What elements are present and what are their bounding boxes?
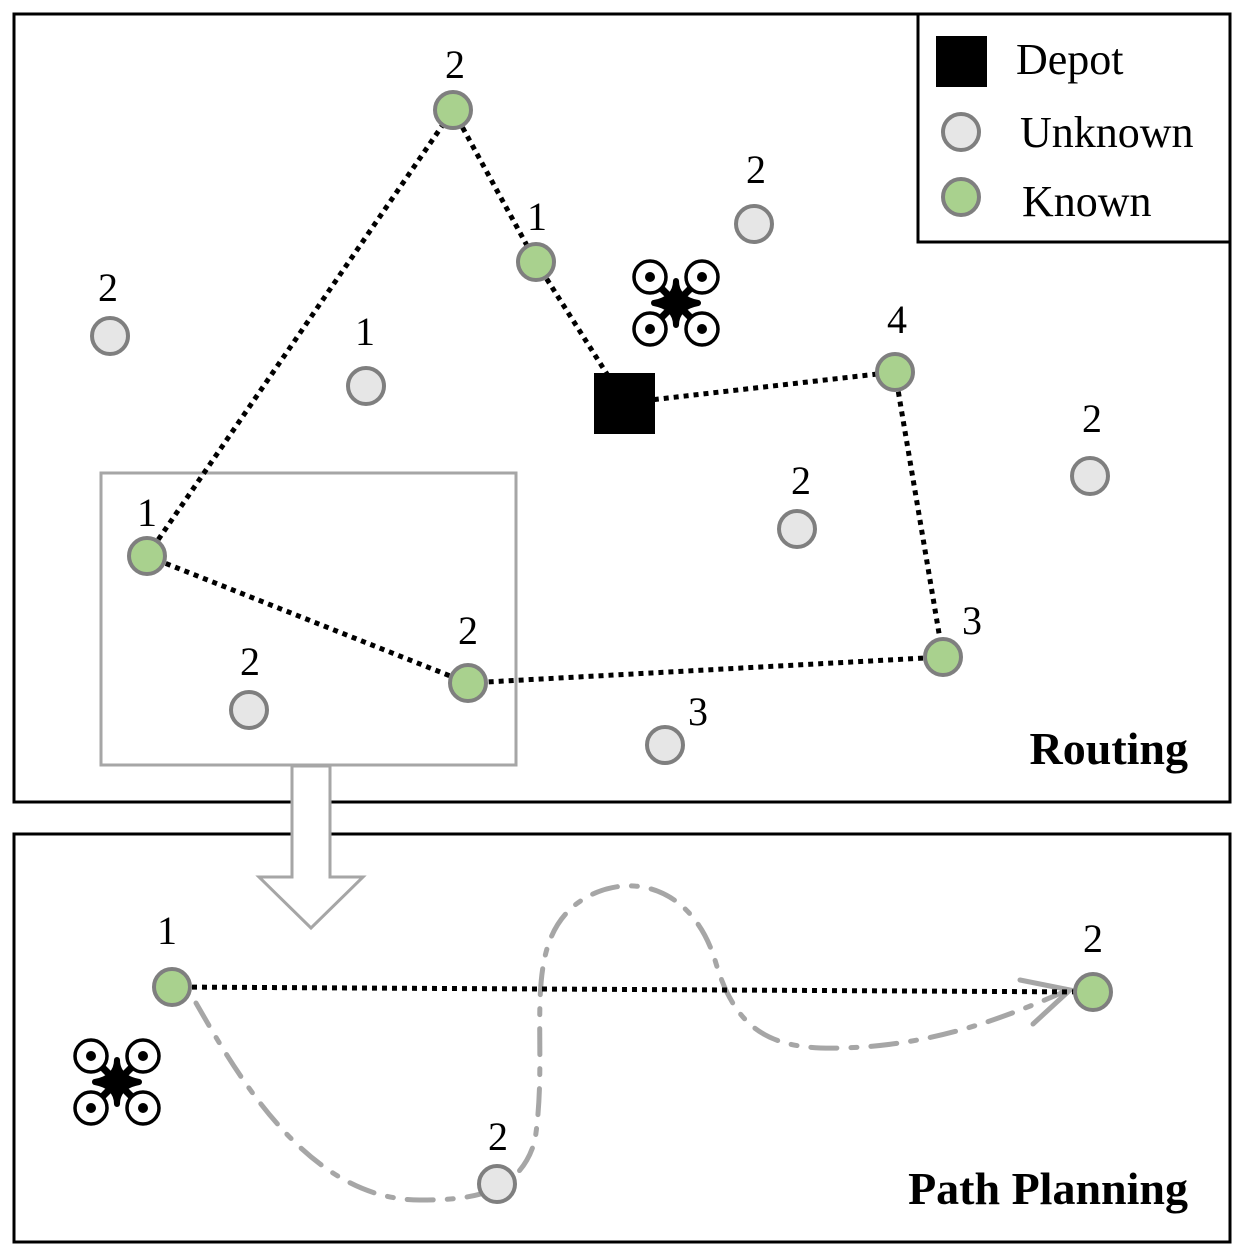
route-2-to-1	[146, 553, 469, 686]
known-nodes	[127, 90, 963, 703]
node-label: 1	[355, 309, 375, 354]
node-label: 3	[962, 598, 982, 643]
route-top-to-mid	[450, 108, 539, 264]
legend-unknown-label: Unknown	[1020, 108, 1194, 157]
known-node	[923, 637, 963, 677]
direct-route-line	[171, 984, 1094, 995]
routing-node-labels: 2 1 1 2 4 3 2 2 1 2 2 2 3	[98, 42, 1102, 734]
node-label: 2	[240, 639, 260, 684]
route-1-to-top	[144, 108, 456, 558]
unknown-node	[777, 509, 817, 549]
legend-depot-icon	[936, 36, 987, 87]
path-start-node	[152, 967, 192, 1007]
known-node	[433, 90, 473, 130]
planned-path	[193, 883, 1071, 1203]
route-lines	[144, 108, 946, 686]
path-obstacle-node	[477, 1164, 517, 1204]
unknown-node	[90, 316, 130, 356]
unknown-node	[346, 366, 386, 406]
path-planning-panel-title: Path Planning	[908, 1163, 1188, 1214]
routing-panel-title: Routing	[1030, 723, 1188, 774]
path-obstacle-label: 2	[488, 1114, 508, 1159]
known-node	[448, 663, 488, 703]
node-label: 2	[98, 265, 118, 310]
unknown-nodes	[90, 204, 1110, 765]
legend-known-icon	[941, 177, 981, 217]
drone-icon	[634, 261, 718, 345]
path-planning-panel-frame	[12, 832, 1232, 1244]
legend: Depot Unknown Known	[916, 12, 1232, 244]
node-label: 2	[746, 147, 766, 192]
zoom-arrow-icon	[255, 764, 367, 931]
path-end-node	[1073, 972, 1113, 1012]
planned-path-arrowhead	[1017, 977, 1076, 1027]
legend-known-label: Known	[1022, 177, 1152, 226]
node-label: 2	[445, 42, 465, 87]
node-label: 1	[527, 194, 547, 239]
known-node	[127, 536, 167, 576]
route-3-to-2	[467, 654, 944, 686]
node-label: 4	[887, 297, 907, 342]
unknown-node	[229, 690, 269, 730]
unknown-node	[734, 204, 774, 244]
route-4-to-3	[892, 371, 946, 658]
path-start-label: 1	[157, 908, 177, 953]
drone-icon	[75, 1040, 159, 1124]
legend-unknown-icon	[941, 112, 981, 152]
known-node	[516, 242, 556, 282]
unknown-node	[645, 725, 685, 765]
known-node	[875, 352, 915, 392]
path-end-label: 2	[1083, 916, 1103, 961]
route-depot-to-4	[623, 369, 896, 406]
node-label: 3	[688, 689, 708, 734]
node-label: 2	[458, 608, 478, 653]
route-mid-to-depot	[533, 260, 615, 384]
depot-icon	[594, 373, 655, 434]
unknown-node	[1070, 456, 1110, 496]
routing-panel-frame	[12, 12, 1232, 804]
legend-depot-label: Depot	[1016, 35, 1124, 84]
node-label: 2	[1082, 396, 1102, 441]
node-label: 2	[791, 458, 811, 503]
node-label: 1	[137, 490, 157, 535]
